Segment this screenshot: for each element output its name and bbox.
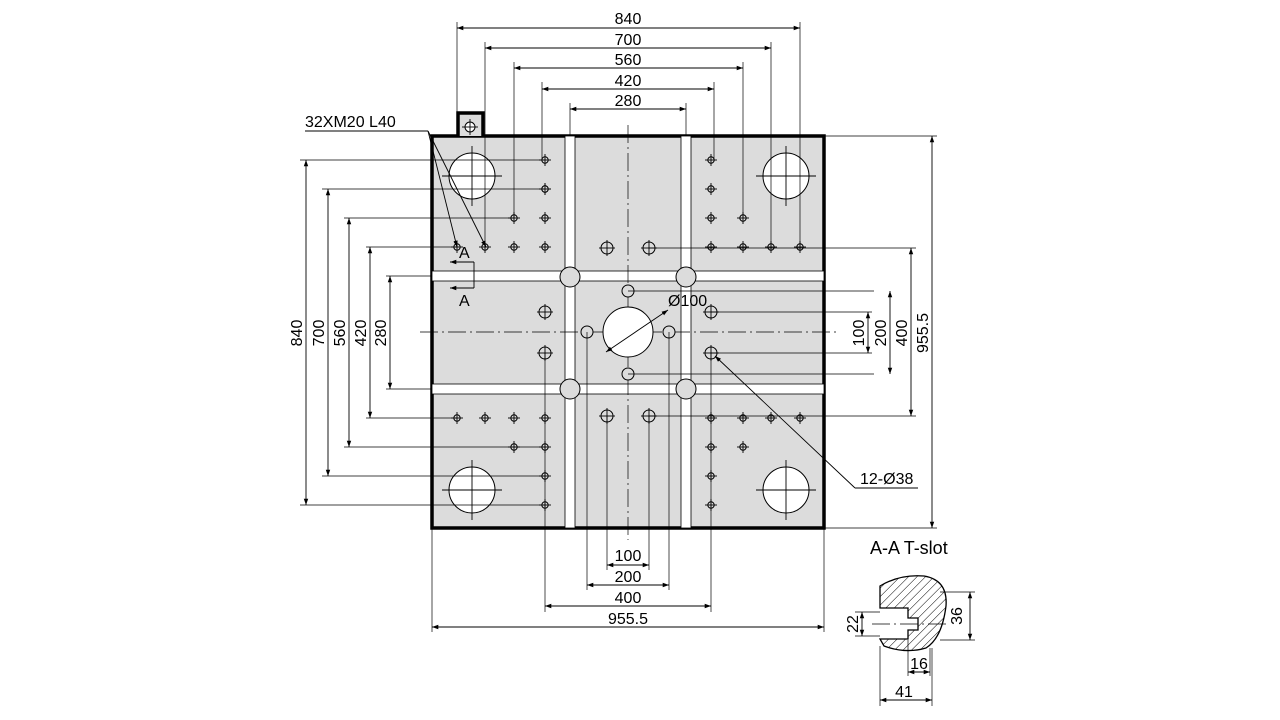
dim-right-100: 100 <box>851 320 868 347</box>
dim-top-560: 560 <box>615 52 642 69</box>
dim-top-700: 700 <box>615 32 642 49</box>
t-slot-profile <box>878 575 947 652</box>
corner-holes <box>442 146 816 520</box>
dim-bottom-955: 955.5 <box>608 611 648 628</box>
dim-left-700: 700 <box>311 320 328 347</box>
section-dim-36: 36 <box>949 607 966 625</box>
dim-left-840: 840 <box>289 320 306 347</box>
dim-right-400: 400 <box>894 320 911 347</box>
label-holes-38: 12-Ø38 <box>860 471 913 488</box>
dim-bottom-400: 400 <box>615 590 642 607</box>
dim-left-420: 420 <box>353 320 370 347</box>
dim-left-560: 560 <box>332 320 349 347</box>
dim-top-420: 420 <box>615 73 642 90</box>
section-dim-22: 22 <box>845 615 862 633</box>
callout-holes-38: 12-Ø38 <box>714 355 918 489</box>
section-mark-a: A A <box>450 245 475 310</box>
dim-bottom-100: 100 <box>615 548 642 565</box>
dim-bottom-200: 200 <box>615 569 642 586</box>
section-dim-16: 16 <box>910 656 928 673</box>
dim-right-955: 955.5 <box>915 313 932 353</box>
dim-right-200: 200 <box>873 320 890 347</box>
label-center-hole: Ø100 <box>668 293 707 310</box>
bottom-dimensions: 100 200 400 955.5 <box>431 332 825 632</box>
label-screw-holes: 32XM20 L40 <box>305 114 396 131</box>
section-letter-bottom: A <box>459 293 470 310</box>
top-dimensions: 840 700 560 420 280 <box>456 11 801 247</box>
callout-center-hole: Ø100 <box>605 293 707 353</box>
section-title: A-A T-slot <box>870 538 948 558</box>
dim-left-280: 280 <box>373 320 390 347</box>
section-dim-41: 41 <box>895 684 913 701</box>
section-letter-top: A <box>459 245 470 262</box>
tab-hole <box>462 119 478 135</box>
right-dimensions: 100 200 400 955.5 <box>628 135 937 529</box>
left-dimensions: 840 700 560 420 280 <box>289 159 545 506</box>
center-hole <box>602 306 654 358</box>
dim-top-280: 280 <box>615 93 642 110</box>
section-view: A-A T-slot 22 36 16 41 <box>845 538 975 706</box>
dim-top-840: 840 <box>615 11 642 28</box>
callout-screw-holes: 32XM20 L40 <box>305 114 487 248</box>
